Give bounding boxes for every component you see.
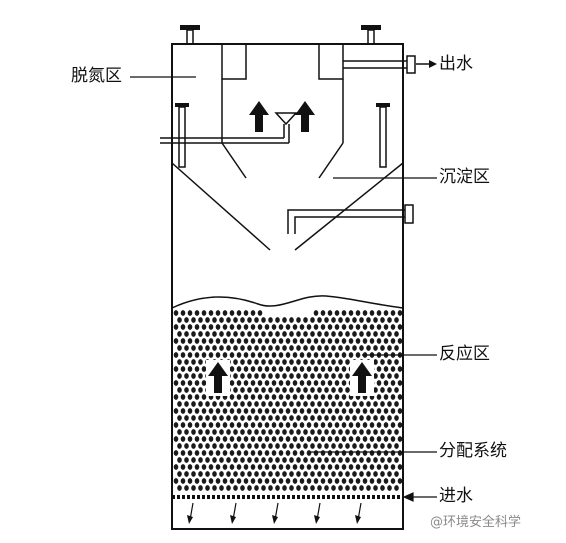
reactor-vessel bbox=[171, 43, 404, 530]
watermark: @环境安全科学 bbox=[430, 515, 522, 530]
outlet-water-label: 出水 bbox=[439, 54, 473, 74]
sampling-pipe-left bbox=[175, 103, 189, 168]
down-arrow-icon bbox=[187, 515, 193, 524]
up-arrow-icon bbox=[249, 101, 269, 132]
outlet-pipe bbox=[343, 55, 437, 74]
down-arrow-icon bbox=[230, 515, 236, 524]
reaction-zone-label: 反应区 bbox=[439, 344, 490, 364]
up-arrow-icon bbox=[352, 362, 372, 393]
distribution-system-label: 分配系统 bbox=[439, 441, 507, 461]
up-arrow-icon bbox=[208, 362, 228, 393]
granular-sludge-bed bbox=[173, 310, 403, 491]
valve-icon bbox=[180, 25, 200, 45]
sludge-bed-surface bbox=[171, 295, 404, 309]
inlet-flow-arrows bbox=[187, 502, 362, 524]
down-arrow-icon bbox=[314, 515, 320, 524]
sampling-pipe-right bbox=[376, 103, 390, 168]
leader-lines bbox=[130, 76, 437, 502]
down-arrow-icon bbox=[272, 515, 278, 524]
overflow-weir-left bbox=[221, 44, 247, 80]
denitrification-zone-label: 脱氮区 bbox=[71, 66, 122, 86]
down-arrow-icon bbox=[355, 515, 361, 524]
overflow-weir-right bbox=[318, 44, 344, 80]
funnel-icon bbox=[160, 112, 298, 144]
inlet-water-label: 进水 bbox=[439, 486, 473, 506]
up-arrow-icon bbox=[295, 101, 315, 132]
recycle-pipe bbox=[287, 204, 414, 234]
settling-zone-label: 沉淀区 bbox=[439, 167, 490, 187]
valve-icon bbox=[361, 25, 381, 45]
